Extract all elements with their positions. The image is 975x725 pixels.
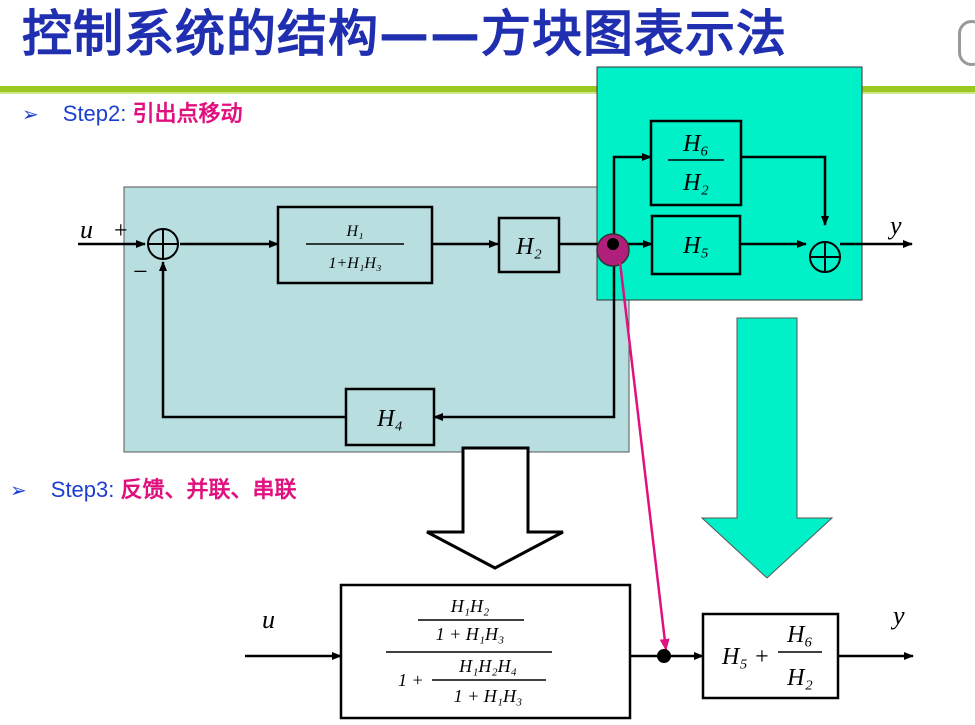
cl-den-num: H₁H₂H₄ xyxy=(458,656,517,676)
block-closed-loop xyxy=(339,583,632,720)
top-diagram-wires xyxy=(78,153,913,421)
input-label-top: u xyxy=(80,215,93,244)
feedback-loop-panel xyxy=(123,186,630,453)
step3-prefix: Step3: xyxy=(50,477,121,502)
pickoff-move-arrow xyxy=(618,261,670,651)
step2-prefix: Step2: xyxy=(62,101,133,126)
bullet-arrow-icon: ➢ xyxy=(10,480,27,502)
output-label-top: y xyxy=(887,211,902,240)
cl-num-num: H₁H₂ xyxy=(450,596,490,616)
pickoff-point xyxy=(607,238,619,250)
cl-den-lead: 1 + xyxy=(398,670,424,690)
reduction-arrow-cyan xyxy=(700,317,834,579)
block-h6-over-h2 xyxy=(649,119,743,207)
par-num: H₆ xyxy=(786,622,813,648)
block-h4-label: H₄ xyxy=(376,406,403,432)
pickoff-point-bottom xyxy=(657,649,671,663)
block-h6-num: H₆ xyxy=(682,131,709,157)
block-h1-num: H₁ xyxy=(345,223,363,240)
block-parallel-sum xyxy=(701,612,840,700)
block-h2 xyxy=(497,216,561,274)
block-h1-feedback xyxy=(276,205,434,285)
block-h5-label: H₅ xyxy=(682,233,709,259)
page-title: 控制系统的结构——方块图表示法 xyxy=(22,5,787,63)
output-label-bottom: y xyxy=(890,601,905,630)
sum-junction-input xyxy=(147,228,179,260)
step2-line: ➢ Step2: 引出点移动 xyxy=(22,96,243,128)
cl-num-den: 1 + H₁H₃ xyxy=(436,624,505,644)
block-h6-den: H₂ xyxy=(682,170,709,196)
parallel-branch-panel xyxy=(596,66,863,301)
reduction-arrow-hollow xyxy=(426,446,564,570)
cl-den-den: 1 + H₁H₃ xyxy=(454,686,523,706)
title-underline-light xyxy=(0,92,975,94)
par-lead: H₅ + xyxy=(721,644,770,670)
block-h1-den: 1+H₁H₃ xyxy=(328,255,381,272)
minus-sign: − xyxy=(133,257,148,286)
block-h5 xyxy=(650,214,742,276)
title-underline xyxy=(0,86,975,92)
sum-junction-output xyxy=(809,241,841,273)
step2-highlight: 引出点移动 xyxy=(132,102,243,127)
par-den: H₂ xyxy=(786,665,813,691)
corner-logo-fragment xyxy=(958,20,975,66)
bullet-arrow-icon: ➢ xyxy=(22,104,39,126)
input-label-bottom: u xyxy=(262,605,275,634)
block-h4 xyxy=(344,387,436,447)
block-h2-label: H₂ xyxy=(515,234,542,260)
step3-highlight: 反馈、并联、串联 xyxy=(120,478,297,503)
plus-sign: + xyxy=(114,218,128,244)
step3-line: ➢ Step3: 反馈、并联、串联 xyxy=(10,472,297,504)
